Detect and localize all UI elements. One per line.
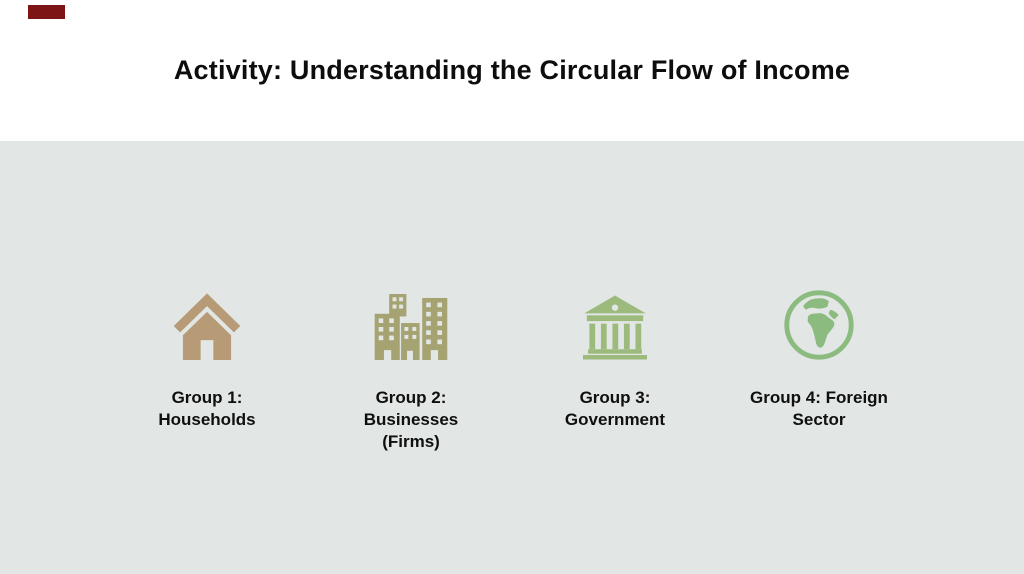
group-government: Group 3: Government: [513, 288, 717, 453]
group-label: Group 3: Government: [564, 388, 666, 429]
group-businesses: Group 2: Businesses (Firms): [309, 288, 513, 453]
group-foreign-sector: Group 4: Foreign Sector: [717, 288, 921, 453]
buildings-icon: [309, 288, 513, 360]
site-logo: [28, 5, 65, 19]
group-households: Group 1: Households: [105, 288, 309, 453]
globe-icon: [717, 288, 921, 360]
groups-row: Group 1: Households: [105, 288, 921, 453]
slide-title: Activity: Understanding the Circular Flo…: [173, 55, 851, 85]
house-icon: [105, 288, 309, 360]
content-panel: Group 1: Households: [0, 141, 1024, 574]
group-label: Group 2: Businesses (Firms): [363, 388, 459, 451]
group-label: Group 4: Foreign Sector: [750, 388, 888, 429]
group-label: Group 1: Households: [158, 388, 256, 429]
bank-icon: [513, 288, 717, 360]
